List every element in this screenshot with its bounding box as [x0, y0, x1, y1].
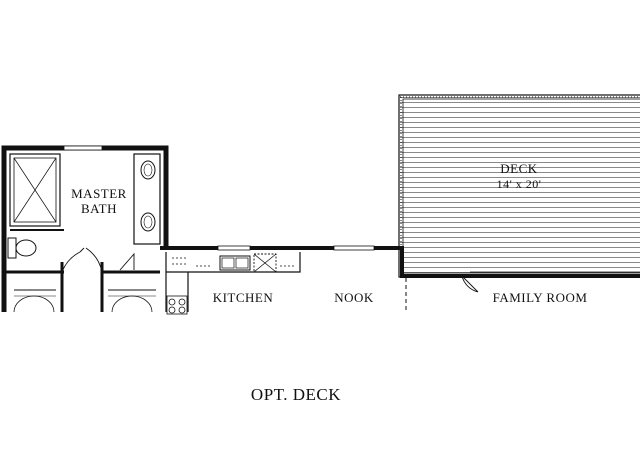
kitchen-sink-icon	[219, 255, 251, 271]
kitchen-label: KITCHEN	[213, 290, 274, 305]
family-room-label: FAMILY ROOM	[493, 290, 588, 305]
deck	[398, 94, 640, 278]
nook-label: NOOK	[334, 290, 374, 305]
opt-deck-caption: OPT. DECK	[251, 385, 341, 404]
sink-icon	[140, 212, 156, 232]
dishwasher-icon	[253, 253, 277, 273]
vanity-counter	[133, 153, 161, 245]
sink-icon	[140, 160, 156, 180]
deck-size-label: 14' x 20'	[497, 177, 542, 191]
kitchen-nook: KITCHEN NOOK FAMILY ROOM	[160, 245, 640, 315]
deck-label: DECK	[500, 161, 538, 176]
master-bath: MASTER BATH	[1, 145, 169, 313]
toilet-icon	[7, 237, 37, 259]
shower-stall	[9, 153, 61, 227]
master-bath-label-line2: BATH	[81, 201, 117, 216]
rear-wall	[160, 246, 640, 278]
cooktop-icon	[166, 295, 188, 315]
master-bath-label-line1: MASTER	[71, 186, 127, 201]
